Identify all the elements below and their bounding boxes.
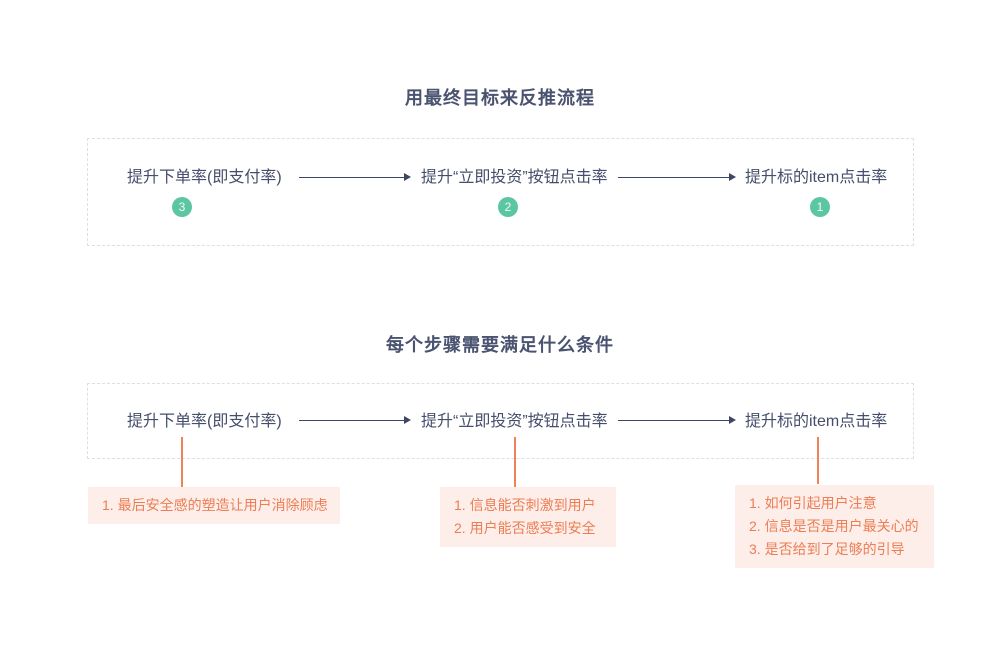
note-connector-line bbox=[817, 437, 819, 484]
section-goal-title: 用最终目标来反推流程 bbox=[405, 88, 595, 108]
note-line: 1. 如何引起用户注意 bbox=[749, 495, 877, 511]
step-2-notes: 1. 信息能否刺激到用户 2. 用户能否感受到安全 bbox=[440, 487, 616, 547]
arrow-right-icon bbox=[618, 173, 736, 182]
arrow-head bbox=[729, 416, 736, 424]
step-1-notes: 1. 最后安全感的塑造让用户消除顾虑 bbox=[88, 487, 340, 524]
note-line: 1. 信息能否刺激到用户 bbox=[454, 497, 596, 513]
conditions-step-1-label: 提升下单率(即支付率) bbox=[127, 413, 282, 430]
arrow-head bbox=[404, 416, 411, 424]
conditions-step-3-label: 提升标的item点击率 bbox=[745, 413, 888, 430]
note-line: 2. 用户能否感受到安全 bbox=[454, 520, 596, 536]
step-order-badge: 3 bbox=[172, 197, 192, 217]
step-3-notes: 1. 如何引起用户注意 2. 信息是否是用户最关心的 3. 是否给到了足够的引导 bbox=[735, 485, 934, 568]
arrow-line bbox=[618, 419, 731, 421]
arrow-head bbox=[729, 173, 736, 181]
arrow-right-icon bbox=[618, 416, 736, 425]
arrow-head bbox=[404, 173, 411, 181]
arrow-right-icon bbox=[299, 173, 411, 182]
note-line: 3. 是否给到了足够的引导 bbox=[749, 541, 905, 557]
arrow-right-icon bbox=[299, 416, 411, 425]
arrow-line bbox=[618, 176, 731, 178]
goal-step-3-label: 提升标的item点击率 bbox=[745, 169, 888, 186]
step-order-badge: 1 bbox=[810, 197, 830, 217]
arrow-line bbox=[299, 419, 406, 421]
note-line: 1. 最后安全感的塑造让用户消除顾虑 bbox=[102, 497, 328, 513]
note-line: 2. 信息是否是用户最关心的 bbox=[749, 518, 919, 534]
note-connector-line bbox=[181, 437, 183, 487]
goal-step-1-label: 提升下单率(即支付率) bbox=[127, 169, 282, 186]
section-conditions-title: 每个步骤需要满足什么条件 bbox=[386, 335, 614, 355]
conditions-flow-container bbox=[87, 383, 914, 459]
note-connector-line bbox=[514, 437, 516, 487]
step-order-badge: 2 bbox=[498, 197, 518, 217]
goal-step-2-label: 提升“立即投资”按钮点击率 bbox=[421, 169, 608, 186]
conditions-step-2-label: 提升“立即投资”按钮点击率 bbox=[421, 413, 608, 430]
goal-flow-container bbox=[87, 138, 914, 246]
arrow-line bbox=[299, 176, 406, 178]
